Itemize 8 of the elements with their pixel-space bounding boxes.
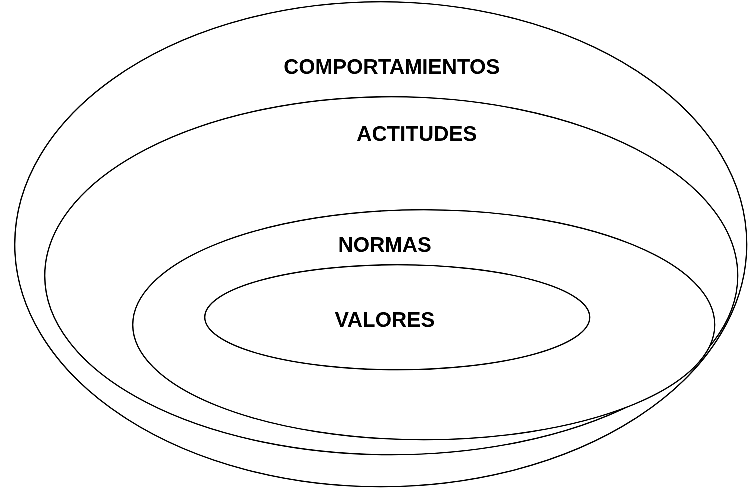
ellipse [15,2,747,487]
ellipse [205,265,590,370]
ellipse-label: COMPORTAMIENTOS [284,55,500,81]
ellipse-label: ACTITUDES [356,122,478,148]
ellipse [45,97,738,455]
ellipse-label: NORMAS [338,233,432,259]
ellipse [133,210,715,440]
ellipse-label: VALORES [335,308,435,334]
